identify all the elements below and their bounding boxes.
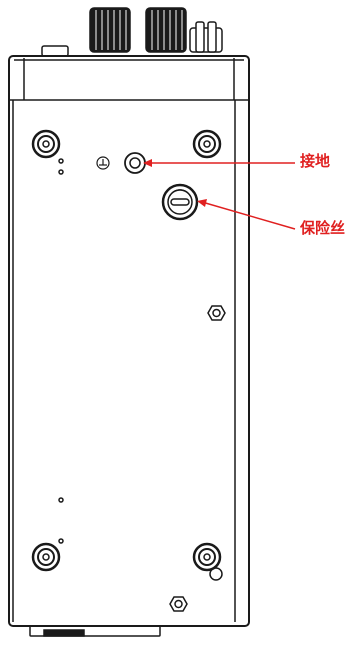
callout-fuse-line <box>197 199 296 230</box>
callout-ground-line <box>143 159 295 167</box>
ground-terminal <box>124 152 146 174</box>
callout-label-fuse: 保险丝 <box>300 219 346 237</box>
fuse-holder <box>161 183 199 221</box>
bottom-connector <box>29 625 161 637</box>
foot-bottom-right <box>192 542 223 581</box>
screw-hole <box>58 169 64 175</box>
earth-ground-icon <box>96 156 110 170</box>
rotary-switch <box>189 21 223 53</box>
chassis <box>8 55 250 627</box>
knob-right <box>145 7 187 53</box>
screw-hole <box>58 538 64 544</box>
screw-hole <box>58 158 64 164</box>
hex-nut <box>207 305 226 321</box>
foot-bottom-left <box>31 542 61 572</box>
screw-hole <box>58 497 64 503</box>
knob-left <box>89 7 131 53</box>
callout-label-ground: 接地 <box>300 152 331 170</box>
top-connector <box>41 45 69 57</box>
hex-nut <box>169 596 188 612</box>
foot-top-left <box>31 129 61 159</box>
foot-top-right <box>192 129 222 159</box>
